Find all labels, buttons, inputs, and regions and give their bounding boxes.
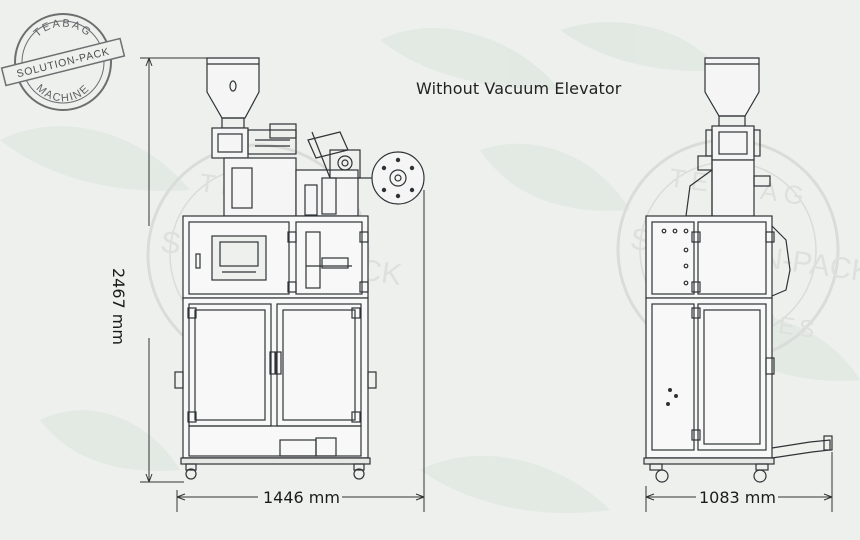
diagram-title: Without Vacuum Elevator: [416, 79, 622, 98]
side-view-machine: [643, 57, 833, 483]
dimension-lines: [140, 57, 833, 512]
height-dimension-label: 2467 mm: [109, 268, 128, 345]
side-width-dimension-label: 1083 mm: [699, 488, 776, 507]
brand-logo: TEABAG MACHINE SOLUTION-PACK: [0, 13, 126, 111]
front-view-machine: [174, 57, 425, 480]
logo-bottom-text: MACHINE: [34, 82, 91, 104]
logo-top-text: TEABAG: [32, 17, 93, 39]
svg-text:MACHINE: MACHINE: [34, 82, 92, 104]
front-width-dimension-label: 1446 mm: [263, 488, 340, 507]
svg-text:TEABAG: TEABAG: [32, 17, 95, 39]
